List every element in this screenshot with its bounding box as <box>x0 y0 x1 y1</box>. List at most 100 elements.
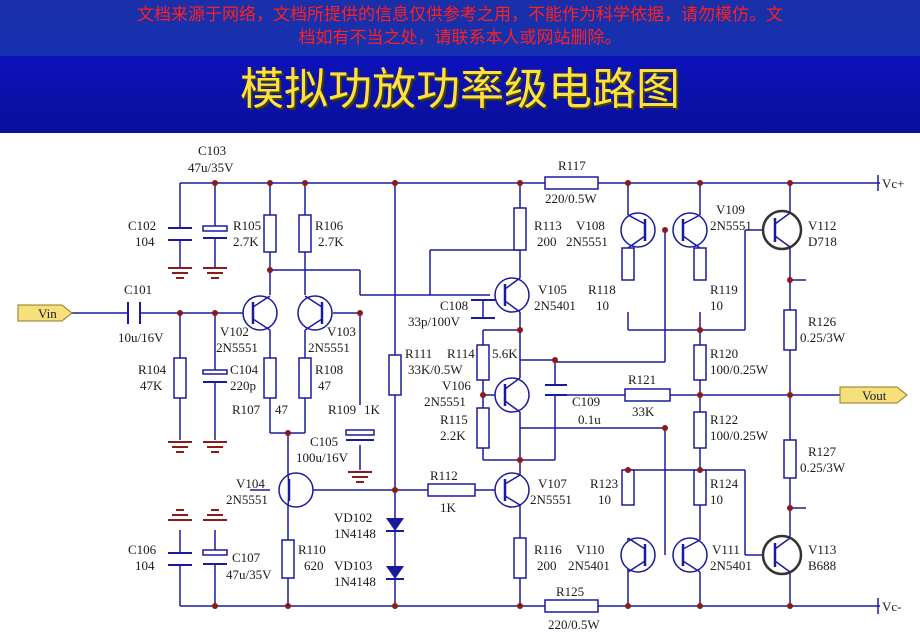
label: V109 <box>716 202 745 217</box>
label: 220/0.5W <box>548 617 600 632</box>
label: 1K <box>364 402 381 417</box>
label: 100/0.25W <box>710 428 769 443</box>
label: 104 <box>135 558 155 573</box>
label: V110 <box>576 542 604 557</box>
label: V102 <box>220 324 249 339</box>
label: R108 <box>315 362 343 377</box>
disclaimer-line-2: 档如有不当之处，请联系本人或网站删除。 <box>298 28 622 48</box>
label: V103 <box>327 324 356 339</box>
label: C104 <box>230 362 259 377</box>
label: 100u/16V <box>296 450 349 465</box>
label: 2N5551 <box>308 340 350 355</box>
label: 33p/100V <box>408 314 461 329</box>
label: 1K <box>440 500 457 515</box>
label: V107 <box>538 476 567 491</box>
label: V105 <box>538 282 567 297</box>
junction-dots <box>177 180 793 609</box>
label: R120 <box>710 346 738 361</box>
label: 2.7K <box>233 234 259 249</box>
label: R106 <box>315 218 344 233</box>
disclaimer-banner: 文档来源于网络，文档所提供的信息仅供参考之用，不能作为科学依据，请勿模仿。文 档… <box>0 0 920 56</box>
label: 2N5551 <box>226 492 268 507</box>
label: 33K <box>632 404 655 419</box>
label: 2N5401 <box>534 298 576 313</box>
label: 2N5401 <box>710 558 752 573</box>
label: 1N4148 <box>334 574 376 589</box>
label: 2N5551 <box>424 394 466 409</box>
label: C105 <box>310 434 338 449</box>
label: 2N5551 <box>216 340 258 355</box>
svg-text:Vin: Vin <box>38 306 57 321</box>
label: R119 <box>710 282 738 297</box>
wires <box>70 182 880 607</box>
label: V111 <box>712 542 740 557</box>
label: R125 <box>556 584 584 599</box>
label: 0.25/3W <box>800 330 846 345</box>
label: R112 <box>430 468 458 483</box>
label: V113 <box>808 542 836 557</box>
label: 0.25/3W <box>800 460 846 475</box>
label: 10 <box>710 492 723 507</box>
terminal-vcc-pos: Vc+ <box>882 176 905 191</box>
label: 200 <box>537 234 557 249</box>
label: R105 <box>233 218 261 233</box>
label: R116 <box>534 542 562 557</box>
label: R114 <box>447 346 475 361</box>
label: D718 <box>808 234 837 249</box>
label: 620 <box>304 558 324 573</box>
label: 47 <box>275 402 289 417</box>
label: R117 <box>558 158 586 173</box>
label: R123 <box>590 476 618 491</box>
label: 2N5401 <box>568 558 610 573</box>
terminal-vout: Vout <box>839 386 908 404</box>
label: R126 <box>808 314 837 329</box>
label: C106 <box>128 542 157 557</box>
label: V108 <box>576 218 605 233</box>
label: 2N5551 <box>710 218 752 233</box>
label: R107 <box>232 402 261 417</box>
label: 220p <box>230 378 256 393</box>
label: 2N5551 <box>566 234 608 249</box>
label: R113 <box>534 218 562 233</box>
component-labels: C103 47u/35V R117 220/0.5W C102 104 R105… <box>118 143 846 632</box>
label: R104 <box>138 362 167 377</box>
label: R111 <box>405 346 432 361</box>
label: C109 <box>572 394 600 409</box>
label: V106 <box>442 378 471 393</box>
label: 47u/35V <box>226 567 272 582</box>
svg-text:Vout: Vout <box>862 388 887 403</box>
label: R122 <box>710 412 738 427</box>
label: 1N4148 <box>334 526 376 541</box>
label: 10 <box>710 298 723 313</box>
label: C101 <box>124 282 152 297</box>
label: R124 <box>710 476 739 491</box>
transistors <box>242 209 803 576</box>
label: 33K/0.5W <box>408 362 463 377</box>
label: 220/0.5W <box>545 191 597 206</box>
label: VD102 <box>334 510 372 525</box>
label: 0.1u <box>578 412 601 427</box>
label: C102 <box>128 218 156 233</box>
label: 104 <box>135 234 155 249</box>
label: VD103 <box>334 558 372 573</box>
label: V112 <box>808 218 836 233</box>
label: R115 <box>440 412 468 427</box>
terminal-vcc-neg: Vc- <box>882 599 902 614</box>
label: 47 <box>318 378 332 393</box>
label: 2.7K <box>318 234 344 249</box>
label: B688 <box>808 558 836 573</box>
label: 200 <box>537 558 557 573</box>
label: C108 <box>440 298 468 313</box>
label: R118 <box>588 282 616 297</box>
label: R127 <box>808 444 837 459</box>
label: 2N5551 <box>530 492 572 507</box>
label: 10u/16V <box>118 330 164 345</box>
label: 47u/35V <box>188 160 234 175</box>
label: 5.6K <box>492 346 518 361</box>
slide-title: 模拟功放功率级电路图 <box>240 64 680 115</box>
label: 10 <box>598 492 611 507</box>
circuit-diagram: Vin Vout Vc+ Vc- C103 47u/35V R117 220/0… <box>17 143 908 632</box>
label: R110 <box>298 542 326 557</box>
label: 100/0.25W <box>710 362 769 377</box>
